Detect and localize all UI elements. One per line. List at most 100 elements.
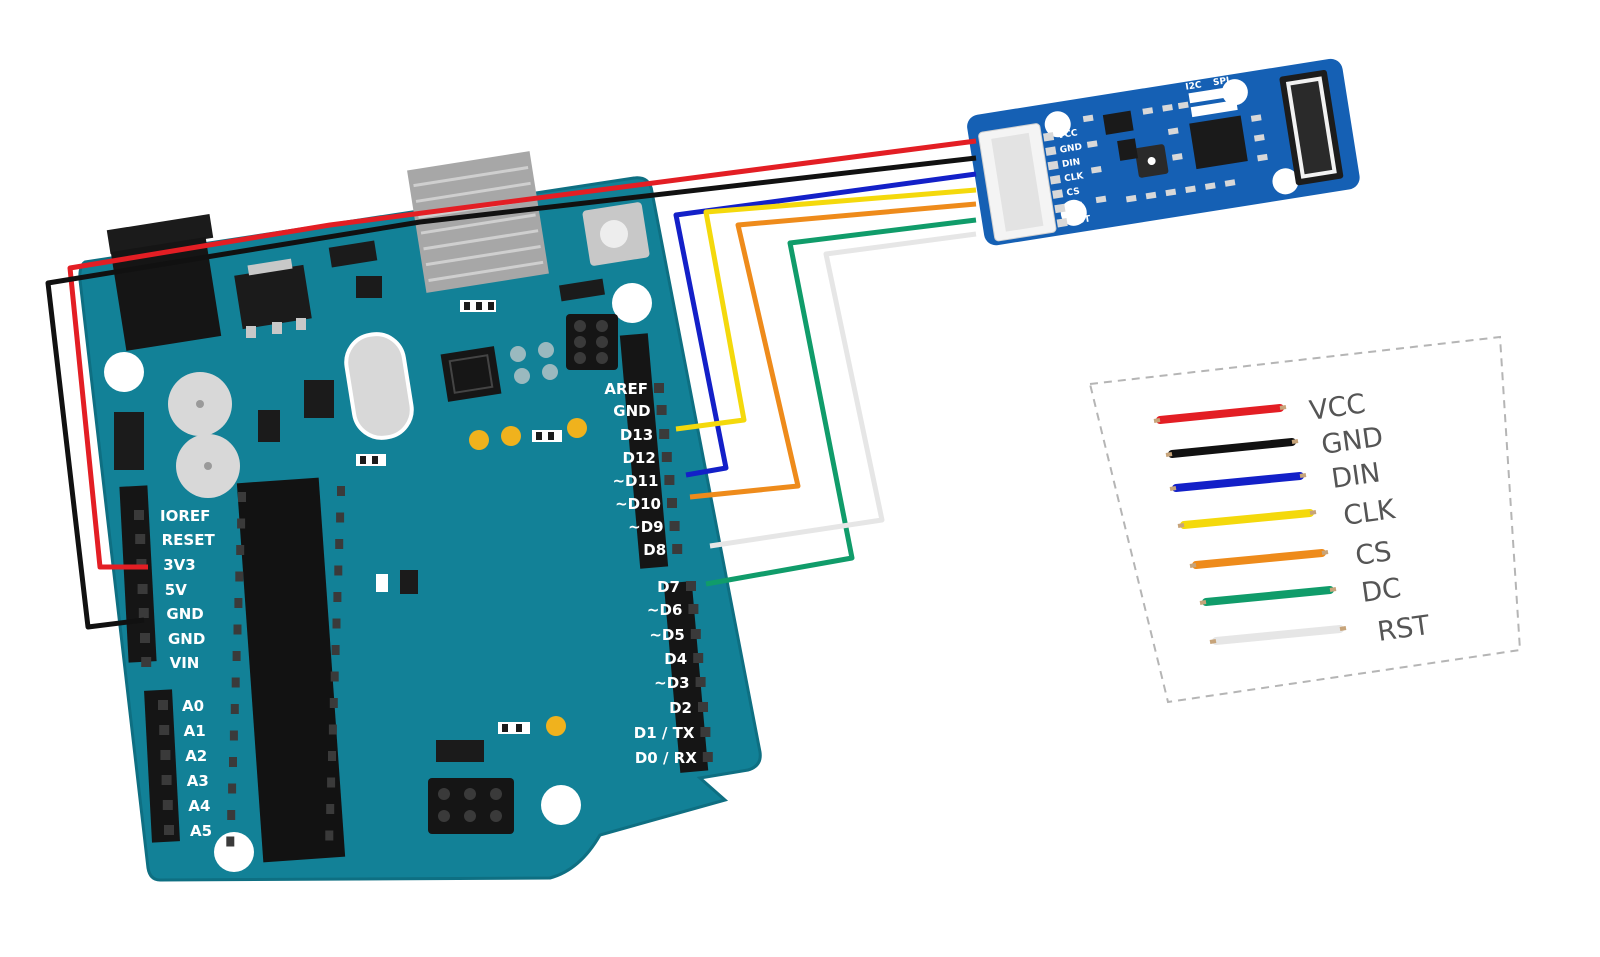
dip-pin: [329, 698, 338, 708]
analog-pin-label: A2: [185, 747, 207, 765]
capacitor: [176, 434, 240, 498]
module-pin-label: CLK: [1064, 171, 1086, 184]
smd-part: [436, 740, 484, 762]
crystal: [344, 332, 414, 440]
legend-swatch: [1168, 438, 1296, 458]
power-pin-label: RESET: [162, 531, 216, 549]
digital-pin-label: GND: [613, 402, 650, 420]
legend-wire-tip: [1339, 626, 1347, 631]
legend-label: CS: [1353, 536, 1393, 572]
power-pin-label: GND: [166, 605, 203, 623]
header-pin: [672, 544, 683, 554]
legend-wire-tip: [1169, 486, 1177, 491]
header-pin: [137, 584, 148, 594]
wire-vcc: [67, 138, 977, 570]
header-pin: [661, 452, 672, 462]
mounting-hole: [612, 283, 652, 323]
dip-pin: [233, 624, 242, 635]
power-pin-label: IOREF: [160, 507, 210, 525]
module-pin-pad: [1052, 189, 1064, 199]
header-pin: [693, 653, 704, 663]
legend-item: VCC: [1153, 388, 1367, 427]
legend-wire-tip: [1329, 587, 1337, 592]
dip-pin: [328, 751, 336, 761]
header-pin: [654, 383, 664, 393]
wire-gnd: [45, 155, 977, 630]
small-ic: [258, 410, 280, 442]
dip-pin: [237, 518, 246, 529]
smd-part: [400, 570, 418, 594]
wire-din: [673, 171, 977, 478]
legend-swatch: [1202, 586, 1334, 606]
dip-pin: [226, 836, 235, 847]
jumper-label-spi: SPI: [1212, 76, 1230, 88]
dip-pin: [333, 592, 342, 602]
header-pin: [141, 657, 152, 667]
mounting-hole: [541, 785, 581, 825]
header-pin: [160, 750, 171, 760]
header-pin: [134, 510, 144, 520]
legend-swatch: [1172, 472, 1304, 492]
legend-label: DC: [1359, 573, 1403, 609]
dip-pin: [231, 677, 240, 688]
dip-pin: [236, 545, 245, 555]
header-pin: [136, 559, 147, 569]
header-pin: [702, 752, 713, 762]
dip-pin: [229, 730, 238, 741]
module-pin-pad: [1054, 203, 1066, 214]
legend-wire-tip: [1165, 452, 1173, 457]
small-ic: [304, 380, 334, 418]
dip-pin: [331, 645, 340, 655]
dip-pin: [326, 804, 335, 814]
legend-swatch: [1180, 509, 1314, 529]
module-pin-pad: [1043, 132, 1055, 142]
module-pin-label: VCC: [1057, 128, 1079, 141]
led: [501, 426, 521, 446]
module-mount-hole: [1044, 111, 1071, 138]
header-pin: [664, 475, 675, 485]
header-pin: [686, 581, 696, 591]
header-pin: [667, 498, 677, 508]
digital-pin-label: ~D9: [628, 518, 663, 536]
header-pin: [158, 700, 168, 710]
header-pin: [138, 608, 149, 618]
driver-ic: [1189, 115, 1248, 170]
legend-wire-tip: [1309, 510, 1317, 515]
legend-wire-tip: [1279, 405, 1287, 410]
wire-dc: [705, 217, 977, 587]
wire-clk: [675, 187, 977, 432]
digital-pin-label: D12: [622, 449, 655, 467]
voltage-regulator: [234, 258, 312, 338]
legend-item: DIN: [1169, 457, 1382, 495]
power-pin-label: GND: [168, 630, 205, 648]
dip-pins: [226, 486, 345, 847]
digital-pin-label: D13: [620, 426, 653, 444]
legend-label: CLK: [1341, 494, 1398, 532]
usb-chip: [440, 346, 502, 402]
icsp-header: [566, 314, 618, 370]
legend-label: VCC: [1307, 388, 1367, 427]
power-pin-label: 3V3: [163, 556, 195, 574]
legend-swatch: [1192, 549, 1326, 569]
module-pin-label: DC: [1068, 201, 1084, 213]
dip-pin: [235, 571, 244, 582]
header-pin: [659, 429, 670, 439]
header-pin: [159, 725, 170, 735]
dip-pin: [337, 486, 345, 496]
header-pin: [669, 521, 680, 531]
legend-label: DIN: [1329, 457, 1382, 495]
mounting-hole: [104, 352, 144, 392]
dip-pin: [228, 783, 237, 794]
digital-pin-label: D7: [657, 578, 680, 596]
legend-swatch: [1156, 404, 1284, 424]
digital-pin-label: D4: [664, 650, 687, 668]
module-mount-hole: [1060, 199, 1087, 226]
test-pads: [510, 342, 558, 384]
dip-pin: [327, 777, 336, 788]
header-pin: [140, 633, 150, 643]
legend-item: DC: [1199, 573, 1403, 609]
digital-header: [619, 333, 713, 773]
reset-button: [582, 202, 650, 266]
module-pin-pad: [1049, 175, 1061, 185]
